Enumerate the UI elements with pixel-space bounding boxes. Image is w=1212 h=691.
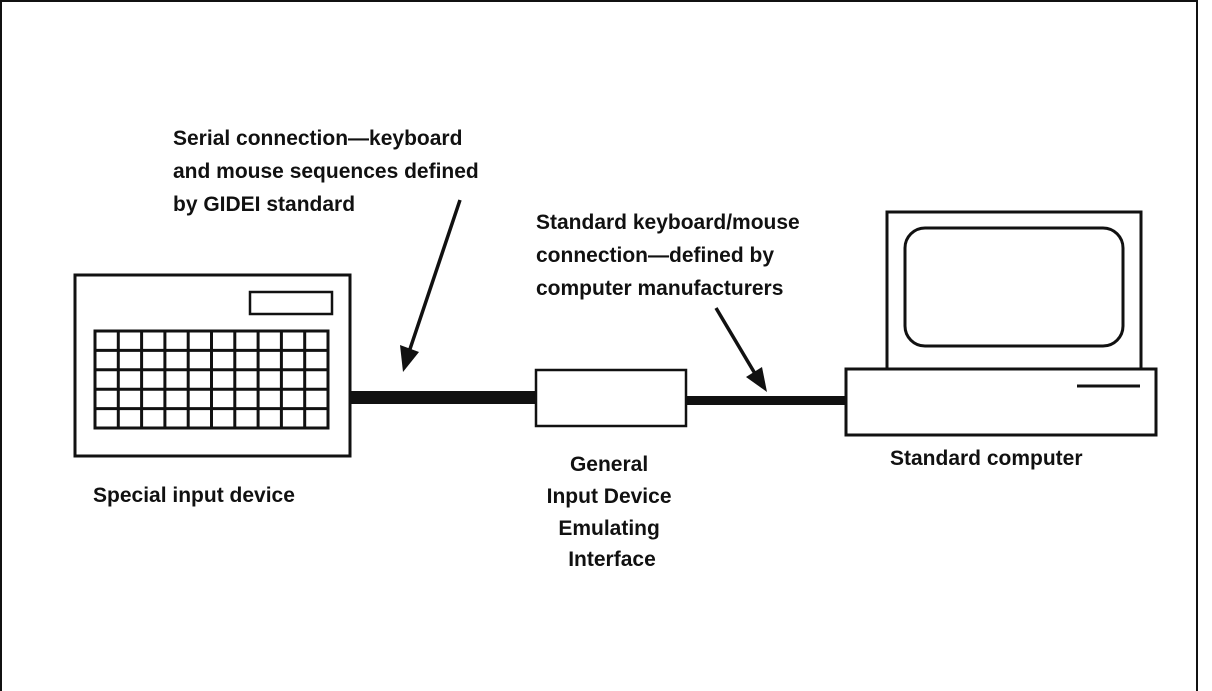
interface-label-line: Interface	[568, 548, 656, 571]
serial-connection-note: Serial connection—keyboard and mouse seq…	[173, 127, 485, 216]
standard-arrow	[714, 307, 767, 392]
interface-box	[534, 368, 688, 428]
device-key-grid	[93, 329, 330, 430]
standard-note-line: computer manufacturers	[536, 277, 783, 300]
standard-connection-note: Standard keyboard/mouse connection—defin…	[536, 211, 806, 300]
serial-cable	[350, 391, 536, 404]
interface-label: General Input Device Emulating Interface	[547, 453, 678, 571]
serial-arrow	[400, 199, 462, 372]
computer-base	[844, 367, 1158, 437]
standard-note-line: Standard keyboard/mouse	[536, 211, 800, 234]
standard-note-line: connection—defined by	[536, 244, 774, 267]
device-label: Special input device	[93, 484, 295, 507]
interface-label-line: General	[570, 453, 648, 476]
interface-label-line: Input Device	[547, 485, 672, 508]
interface-label-line: Emulating	[558, 517, 660, 540]
device-display-window	[248, 290, 334, 316]
standard-computer-icon	[844, 210, 1158, 437]
serial-note-line: and mouse sequences defined	[173, 160, 479, 183]
computer-label: Standard computer	[890, 447, 1083, 470]
computer-screen	[903, 226, 1125, 348]
serial-note-line: Serial connection—keyboard	[173, 127, 462, 150]
serial-note-line: by GIDEI standard	[173, 193, 355, 216]
special-input-device-icon	[73, 273, 352, 458]
standard-cable	[686, 396, 846, 405]
